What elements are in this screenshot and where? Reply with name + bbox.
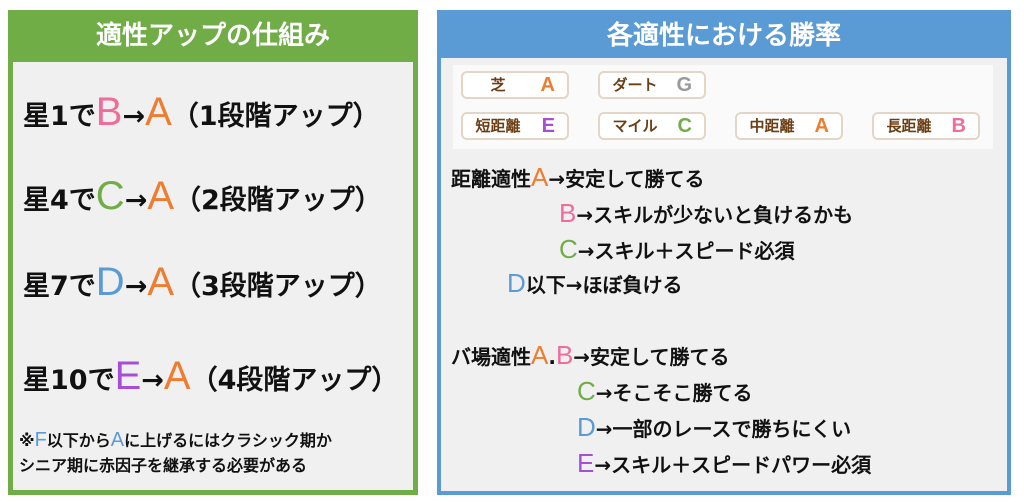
aptitude-badge: 長距離 B xyxy=(872,112,980,140)
badge-label: 中距離 xyxy=(749,117,795,135)
grade-letter: A xyxy=(163,354,191,398)
win-rate-line: バ場適性A.B→安定して勝てる xyxy=(451,340,729,371)
aptitude-badge: ダート G xyxy=(598,71,706,99)
win-rate-line: D以下→ほぼ負ける xyxy=(507,268,683,299)
line-text: →スキル＋スピード必須 xyxy=(577,239,795,263)
line-text: 星4で xyxy=(23,185,96,216)
badge-label: 短距離 xyxy=(475,117,521,135)
grade-letter: C xyxy=(95,174,125,218)
line-text: 星1で xyxy=(23,101,96,132)
line-text: →スキル＋スピードパワー必須 xyxy=(594,453,872,477)
win-rate-line: C→スキル＋スピード必須 xyxy=(559,234,795,265)
grade-letter: D xyxy=(577,412,596,442)
line-text: バ場適性 xyxy=(451,345,531,369)
grade-letter: A xyxy=(531,340,549,370)
win-rate-line: 距離適性A→安定して勝てる xyxy=(451,162,705,193)
win-rate-line: D→一部のレースで勝ちにくい xyxy=(577,412,851,443)
badge-grade: A xyxy=(814,115,829,137)
grade-letter: D xyxy=(507,268,526,298)
badge-label: 長距離 xyxy=(886,117,932,135)
grade-letter: F xyxy=(34,429,47,451)
upgrade-line: 星10でE→A（4段階アップ） xyxy=(23,354,398,399)
upgrade-line: 星4でC→A（2段階アップ） xyxy=(23,174,382,219)
badge-label: ダート xyxy=(612,76,658,94)
panel-title: 適性アップの仕組み xyxy=(95,21,330,51)
line-text: →一部のレースで勝ちにくい xyxy=(595,417,852,441)
grade-letter: A xyxy=(110,429,125,451)
grade-letter: E xyxy=(114,354,142,398)
line-text: 星10で xyxy=(23,365,115,396)
grade-letter: B xyxy=(559,198,577,228)
line-text: シニア期に赤因子を継承する必要がある xyxy=(19,456,308,475)
line-text: →そこそこ勝てる xyxy=(595,381,753,405)
line-text: （2段階アップ） xyxy=(174,185,382,216)
badge-label: マイル xyxy=(612,117,658,135)
line-text: →スキルが少ないと負けるかも xyxy=(576,203,854,227)
upgrade-line: 星7でD→A（3段階アップ） xyxy=(23,260,382,305)
badge-grade: G xyxy=(676,74,692,96)
line-text: （4段階アップ） xyxy=(190,365,399,396)
badge-grade: C xyxy=(677,115,692,137)
aptitude-badge: 中距離 A xyxy=(735,112,843,140)
panel-body: ※F以下からAに上げるにはクラシック期かシニア期に赤因子を継承する必要がある 星… xyxy=(13,62,413,490)
grade-letter: C xyxy=(559,234,578,264)
line-text: →安定して勝てる xyxy=(548,167,705,191)
footnote: ※F以下からAに上げるにはクラシック期かシニア期に赤因子を継承する必要がある xyxy=(19,428,332,478)
win-rate-line: C→そこそこ勝てる xyxy=(577,376,753,407)
grade-letter: D xyxy=(95,260,125,304)
grade-letter: A xyxy=(147,174,174,218)
badge-label: 芝 xyxy=(490,76,506,94)
badge-grade: E xyxy=(541,115,555,137)
aptitude-up-panel: 適性アップの仕組み ※F以下からAに上げるにはクラシック期かシニア期に赤因子を継… xyxy=(8,10,418,495)
line-text: （1段階アップ） xyxy=(171,101,380,132)
line-text: →安定して勝てる xyxy=(573,345,730,369)
line-text: 距離適性 xyxy=(451,167,531,191)
panel-title: 各適性における勝率 xyxy=(606,21,841,51)
aptitude-badge: 短距離 E xyxy=(461,112,569,140)
upgrade-line: 星1でB→A（1段階アップ） xyxy=(23,90,380,135)
line-text: 星7で xyxy=(23,271,96,302)
grade-letter: E xyxy=(577,448,595,478)
line-text: 以下から xyxy=(46,431,111,450)
aptitude-badge: マイル C xyxy=(598,112,706,140)
grade-letter: A xyxy=(531,162,549,192)
line-text: に上げるにはクラシック期か xyxy=(124,431,332,450)
line-text: → xyxy=(122,101,146,132)
line-text: → xyxy=(124,185,148,216)
grade-letter: B xyxy=(95,90,123,134)
line-text: 以下→ほぼ負ける xyxy=(525,273,683,297)
win-rate-line: B→スキルが少ないと負けるかも xyxy=(559,198,853,229)
badge-grade: A xyxy=(540,74,555,96)
line-text: . xyxy=(548,345,556,369)
win-rate-line: E→スキル＋スピードパワー必須 xyxy=(577,448,871,479)
line-text: → xyxy=(141,365,164,396)
line-text: ※ xyxy=(19,431,35,450)
grade-letter: C xyxy=(577,376,596,406)
grade-letter: B xyxy=(555,340,574,370)
line-text: （3段階アップ） xyxy=(174,271,382,302)
grade-letter: A xyxy=(147,260,174,304)
grade-letter: A xyxy=(145,90,172,134)
badge-grade: B xyxy=(951,115,966,137)
line-text: → xyxy=(124,271,148,302)
